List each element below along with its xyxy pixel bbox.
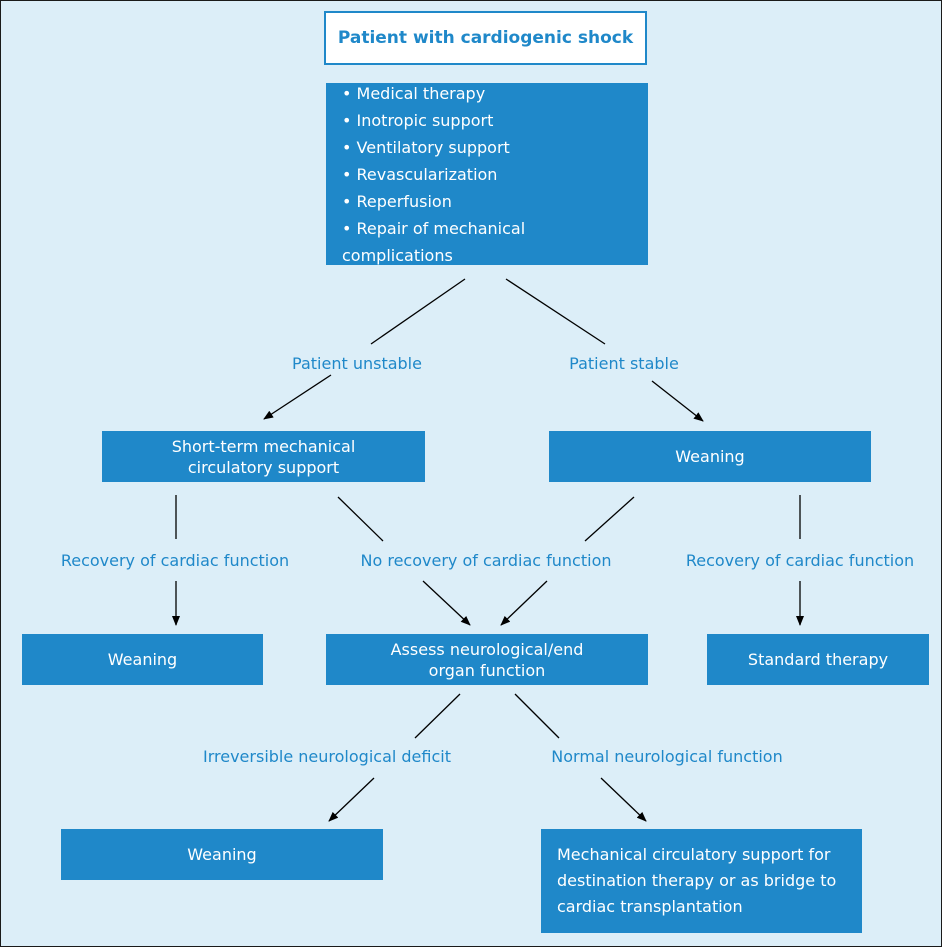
label-recovery-right: Recovery of cardiac function — [685, 551, 915, 570]
treatment-box: • Medical therapy • Inotropic support • … — [326, 83, 648, 265]
treatment-item: • Revascularization — [342, 164, 498, 184]
connector-line — [514, 693, 560, 739]
title-text: Patient with cardiogenic shock — [337, 27, 634, 48]
label-patient-stable: Patient stable — [569, 354, 679, 373]
treatment-item: • Reperfusion — [342, 191, 452, 211]
treatment-item: • Inotropic support — [342, 110, 494, 130]
weaning-box-right: Weaning — [549, 431, 871, 482]
mcs-destination-box: Mechanical circulatory support for desti… — [541, 829, 862, 933]
connector-arrow — [600, 777, 647, 822]
treatment-item: • Ventilatory support — [342, 137, 510, 157]
weaning-box-left: Weaning — [22, 634, 263, 685]
label-no-recovery: No recovery of cardiac function — [360, 551, 612, 570]
connector-arrow — [422, 580, 471, 626]
treatment-item: • Medical therapy — [342, 83, 486, 103]
connector-line — [414, 693, 461, 739]
label-normal-function: Normal neurological function — [551, 747, 783, 766]
connector-line — [584, 496, 635, 542]
weaning-box-bottom: Weaning — [61, 829, 383, 880]
label-recovery-left: Recovery of cardiac function — [60, 551, 290, 570]
connector-line — [337, 496, 384, 542]
connector-arrow — [263, 374, 332, 420]
treatment-item: • Repair of mechanical complications — [342, 218, 526, 265]
connector-arrow — [328, 777, 375, 822]
assess-box: Assess neurological/end organ function — [326, 634, 648, 685]
label-patient-unstable: Patient unstable — [292, 354, 422, 373]
title-box: Patient with cardiogenic shock — [324, 11, 647, 65]
standard-therapy-box: Standard therapy — [707, 634, 929, 685]
connector-line — [370, 278, 466, 345]
label-irreversible-deficit: Irreversible neurological deficit — [203, 747, 451, 766]
connector-line — [505, 278, 606, 345]
connector-arrow — [651, 380, 704, 422]
connector-arrow — [500, 580, 548, 626]
treatment-list: • Medical therapy • Inotropic support • … — [342, 80, 638, 269]
short-term-mcs-box: Short-term mechanical circulatory suppor… — [102, 431, 425, 482]
